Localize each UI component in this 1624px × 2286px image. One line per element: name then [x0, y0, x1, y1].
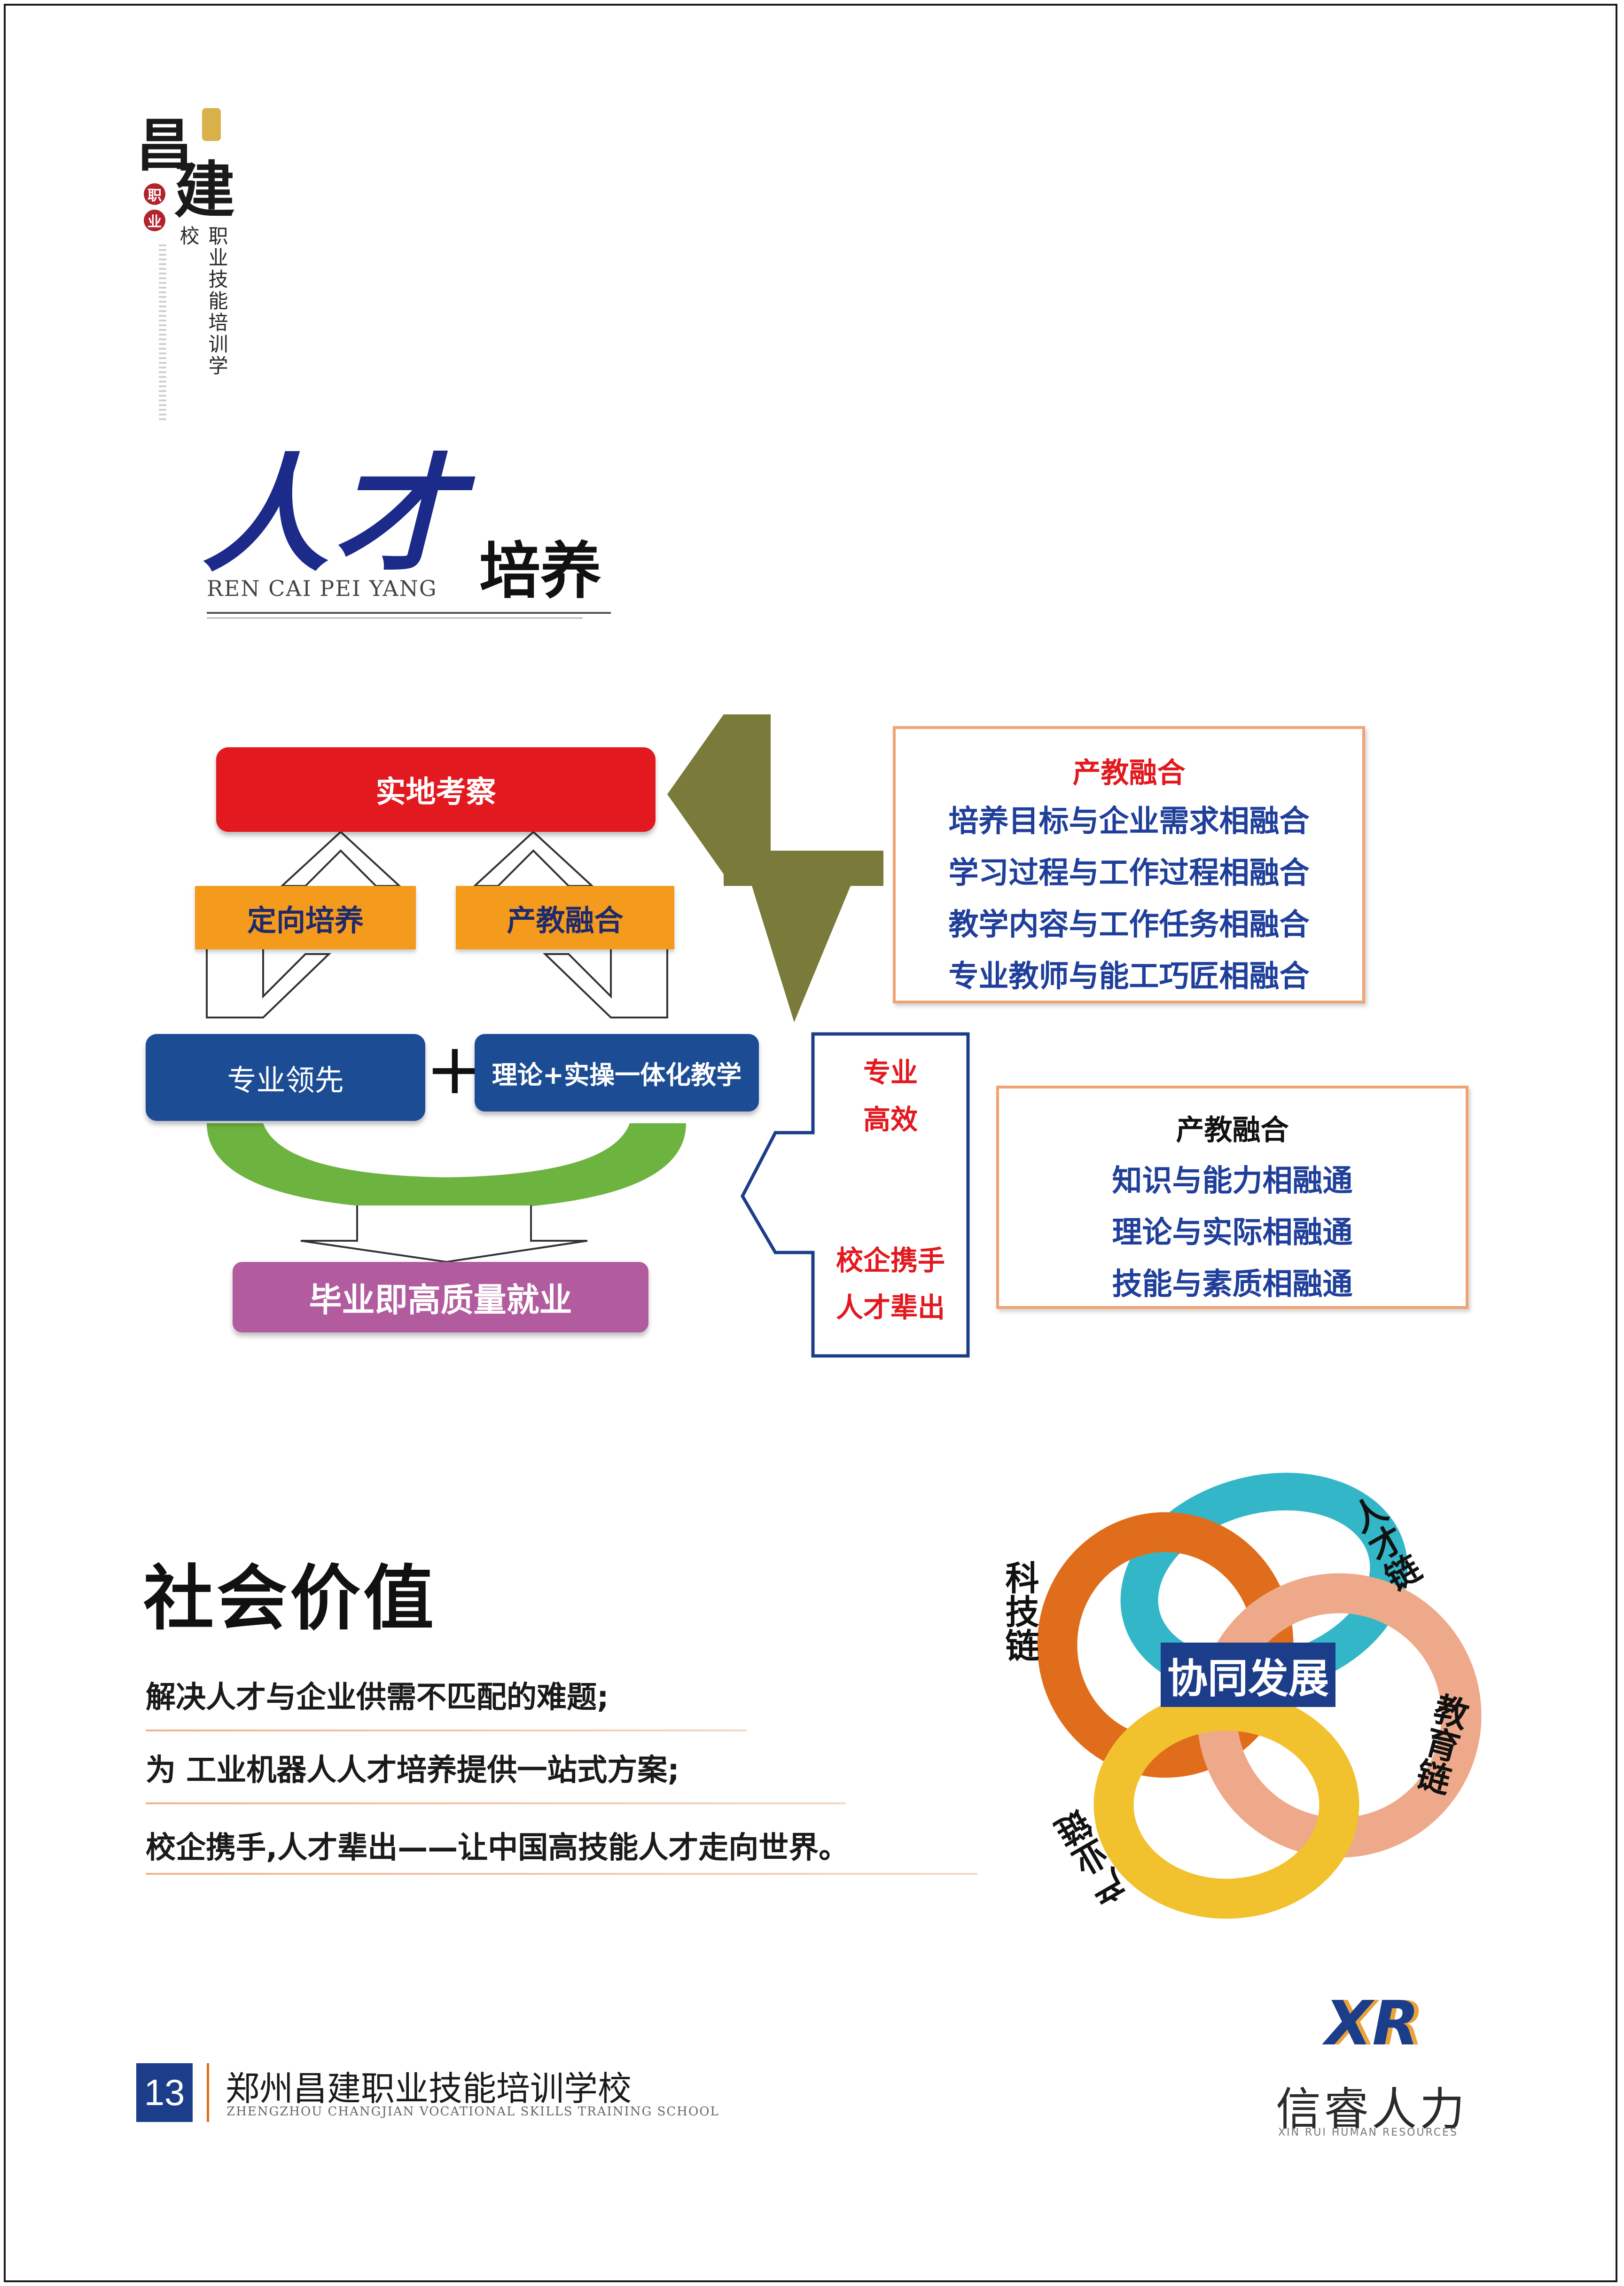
footer-school-en: ZHENGZHOU CHANGJIAN VOCATIONAL SKILLS TR…: [226, 2105, 719, 2119]
bracket-bottom-text-2: 人才辈出: [835, 1292, 945, 1323]
section-title-main: 培养: [479, 535, 602, 607]
page-frame: [4, 4, 1617, 2282]
navy-bracket: [741, 1032, 970, 1358]
school-logo: 昌 职 业 建 职业技能培训学校: [127, 103, 249, 423]
ring-yellow: [1093, 1691, 1359, 1919]
logo-lantern-icon: [202, 108, 221, 141]
info-box-2-line: 理论与实际相融通: [1112, 1215, 1353, 1250]
section-title-script: 人才: [202, 440, 465, 589]
brand-mark-icon: XR: [1325, 1988, 1420, 2059]
society-line: 解决人才与企业供需不匹配的难题;: [146, 1680, 609, 1715]
info-box-1-title: 产教融合: [1072, 757, 1186, 790]
logo-seal-zhi: 职: [144, 183, 165, 205]
society-line: 为 工业机器人人才培养提供一站式方案;: [146, 1753, 679, 1788]
logo-micro-lines: [159, 244, 166, 423]
flow-professional-lead: 专业领先: [146, 1034, 425, 1121]
arrow-to-purple: [300, 1206, 588, 1263]
flow-directional-training: 定向培养: [195, 886, 416, 949]
page-number-badge: 13: [136, 2063, 193, 2122]
bracket-top-text-2: 高效: [863, 1104, 918, 1135]
logo-vertical-text: 职业技能培训学校: [177, 226, 228, 377]
society-line: 校企携手,人才辈出——让中国高技能人才走向世界。: [146, 1831, 849, 1865]
flow-graduate-employment: 毕业即高质量就业: [233, 1262, 648, 1332]
arrow-right-down: [543, 949, 668, 1018]
footer-school-cn: 郑州昌建职业技能培训学校: [226, 2069, 632, 2108]
flow-top-field-study: 实地考察: [216, 747, 656, 832]
info-box-1-line: 学习过程与工作过程相融合: [948, 856, 1310, 891]
logo-char-chang: 昌: [136, 112, 193, 179]
bracket-bottom-text-1: 校企携手: [835, 1245, 945, 1276]
society-underline: [146, 1873, 977, 1875]
olive-return-arrow: [724, 714, 883, 1022]
logo-char-jian: 建: [174, 154, 235, 226]
info-box-1-line: 培养目标与企业需求相融合: [948, 804, 1310, 839]
rings-center-label: 协同发展: [1161, 1643, 1335, 1707]
brand-name-en: XIN RUI HUMAN RESOURCES: [1278, 2127, 1458, 2138]
society-underline: [146, 1802, 846, 1804]
olive-arrow-head: [667, 714, 724, 874]
flow-plus-sign: +: [425, 1028, 484, 1110]
info-box-industry-education-1: 产教融合 培养目标与企业需求相融合 学习过程与工作过程相融合 教学内容与工作任务…: [893, 726, 1365, 1003]
arrow-red-to-right: [472, 830, 595, 887]
title-underline: [207, 612, 611, 614]
chain-label-tech: 科技链: [999, 1560, 1039, 1662]
info-box-2-line: 技能与素质相融通: [1112, 1267, 1353, 1302]
info-box-industry-education-2: 产教融合 知识与能力相融通 理论与实际相融通 技能与素质相融通: [996, 1086, 1468, 1309]
info-box-1-line: 教学内容与工作任务相融合: [948, 908, 1310, 942]
arrow-red-to-left: [279, 830, 402, 887]
page-number: 13: [144, 2072, 185, 2113]
flow-integrated-teaching: 理论+实操一体化教学: [475, 1034, 759, 1112]
info-box-1-line: 专业教师与能工巧匠相融合: [948, 959, 1310, 994]
flow-connectors: [206, 714, 970, 1358]
arrow-left-down: [206, 949, 331, 1018]
logo-seal-ye: 业: [144, 210, 165, 231]
section-title-pinyin: REN CAI PEI YANG: [207, 576, 437, 601]
brand-name-cn: 信睿人力: [1276, 2083, 1468, 2136]
info-box-2-line: 知识与能力相融通: [1112, 1164, 1353, 1198]
bracket-top-text-1: 专业: [863, 1057, 918, 1088]
society-underline: [146, 1730, 747, 1731]
flow-industry-education: 产教融合: [456, 886, 674, 949]
society-title: 社会价值: [143, 1558, 437, 1640]
info-box-2-title: 产教融合: [1176, 1114, 1289, 1147]
footer-divider: [207, 2063, 209, 2122]
